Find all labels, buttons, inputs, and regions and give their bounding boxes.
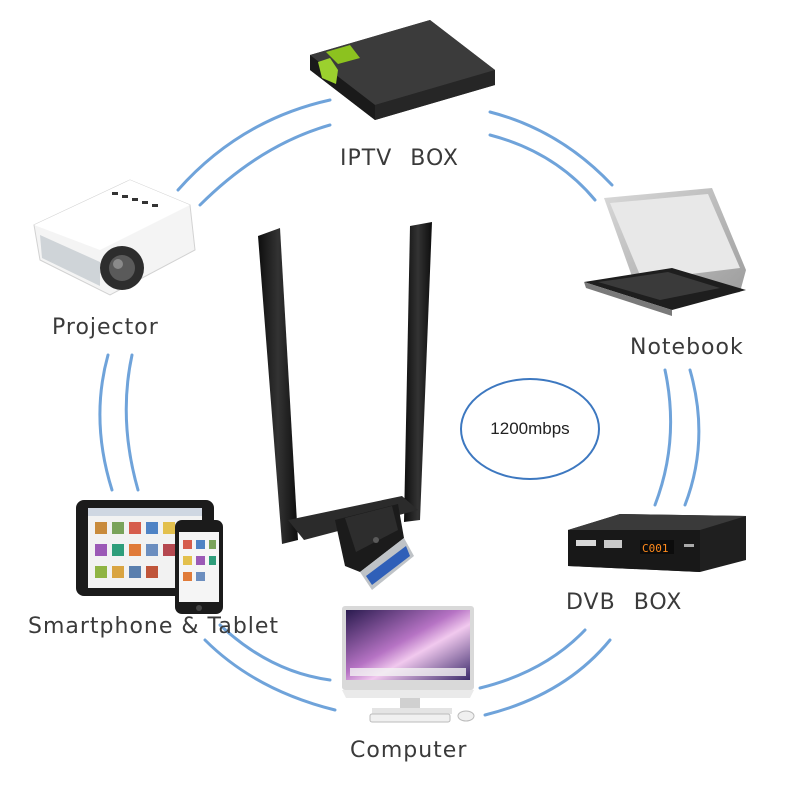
usb-wifi-adapter-image xyxy=(258,222,432,590)
label-notebook: Notebook xyxy=(630,335,744,360)
label-projector: Projector xyxy=(52,315,159,340)
dvb-receiver-image: C001 xyxy=(568,514,746,572)
smartphone-image xyxy=(175,520,223,614)
desktop-computer-image xyxy=(342,606,475,723)
laptop-image xyxy=(584,188,746,316)
dvb-display-text: C001 xyxy=(642,542,669,555)
projector-image xyxy=(33,179,196,296)
label-dvb-box: DVB BOX xyxy=(566,590,683,615)
connection-lines xyxy=(98,98,701,717)
iptv-box-image xyxy=(310,20,495,120)
speed-badge-text: 1200mbps xyxy=(490,419,570,438)
label-smartphone-tablet: Smartphone & Tablet xyxy=(28,614,280,639)
label-computer: Computer xyxy=(350,738,468,763)
label-iptv-box: IPTV BOX xyxy=(340,146,459,171)
speed-badge: 1200mbps xyxy=(460,378,600,480)
